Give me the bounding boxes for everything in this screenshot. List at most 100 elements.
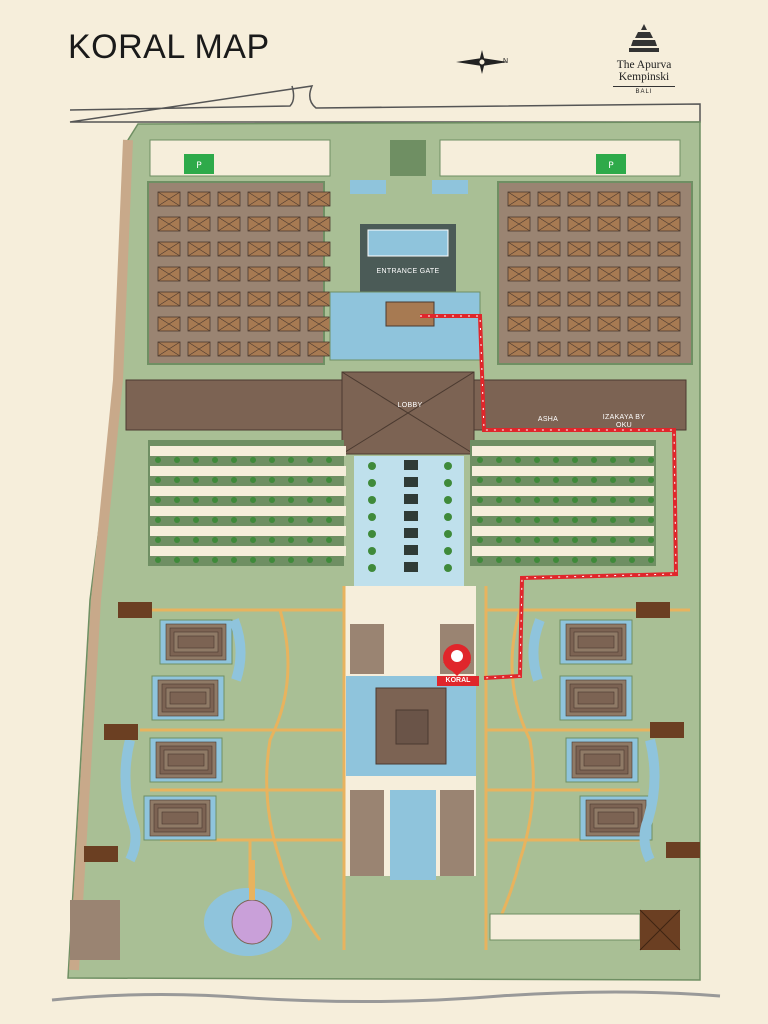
tree — [212, 517, 218, 523]
pool-villa — [159, 619, 233, 665]
walking-route — [420, 314, 679, 680]
pool-villa — [565, 737, 639, 783]
villa-roof — [657, 316, 681, 332]
cascade-step — [404, 494, 418, 504]
villa-roof — [567, 266, 591, 282]
tree — [553, 477, 559, 483]
villa-roof — [657, 341, 681, 357]
villa-roof — [157, 266, 181, 282]
terrace-row — [472, 486, 654, 496]
villa-roof — [537, 266, 561, 282]
tree — [553, 557, 559, 563]
villa-roof — [567, 316, 591, 332]
tree — [174, 557, 180, 563]
villa-roof — [277, 291, 301, 307]
villa-roof — [567, 291, 591, 307]
tree — [629, 497, 635, 503]
tree — [496, 497, 502, 503]
spa-building — [70, 900, 120, 960]
villa-roof — [157, 216, 181, 232]
tree — [174, 517, 180, 523]
tree — [591, 517, 597, 523]
tree — [648, 477, 654, 483]
suite-block-c — [350, 790, 384, 876]
tree — [269, 457, 275, 463]
tree — [155, 497, 161, 503]
tree — [231, 537, 237, 543]
brand-line-2: Kempinski — [618, 71, 670, 83]
tree — [591, 497, 597, 503]
tree — [368, 564, 376, 572]
pool-villa — [151, 675, 225, 721]
villa-roof — [627, 241, 651, 257]
tree — [648, 557, 654, 563]
tree — [591, 537, 597, 543]
chapel — [231, 899, 273, 945]
tree — [250, 497, 256, 503]
villa-roof — [627, 266, 651, 282]
map-title: KORAL MAP — [68, 28, 270, 66]
tree — [288, 537, 294, 543]
cascade-step — [404, 528, 418, 538]
villa-roof — [657, 216, 681, 232]
tree — [629, 457, 635, 463]
tree — [326, 517, 332, 523]
tree — [155, 457, 161, 463]
villa-roof — [657, 191, 681, 207]
tree — [288, 517, 294, 523]
villa-roof — [507, 316, 531, 332]
entrance-gate-label: ENTRANCE GATE — [376, 268, 440, 275]
bridges — [84, 602, 700, 862]
compass-north-label: N — [503, 58, 509, 65]
brand-line-1: The Apurva — [616, 59, 672, 71]
tree — [444, 547, 452, 555]
lagoon-west — [120, 738, 141, 863]
svg-text:P: P — [196, 161, 202, 171]
villa-roof — [507, 241, 531, 257]
villa-roof — [567, 216, 591, 232]
tree — [553, 497, 559, 503]
tree — [212, 537, 218, 543]
villa-roof — [537, 191, 561, 207]
tree — [368, 513, 376, 521]
pool-villa — [143, 795, 217, 841]
pool-villa — [149, 737, 223, 783]
tree — [477, 457, 483, 463]
villa-roof — [597, 316, 621, 332]
villa-roof — [597, 266, 621, 282]
villa-roof — [187, 191, 211, 207]
terrace-row — [472, 446, 654, 456]
tree — [250, 477, 256, 483]
tree — [212, 557, 218, 563]
terrace-row — [472, 526, 654, 536]
tree — [591, 457, 597, 463]
tree — [193, 517, 199, 523]
villa-roof — [217, 266, 241, 282]
villa-roof — [537, 316, 561, 332]
cascade-step — [404, 562, 418, 572]
tree — [534, 457, 540, 463]
villa-roof — [247, 191, 271, 207]
parking-left: P — [149, 139, 331, 177]
tree — [610, 477, 616, 483]
tree — [250, 537, 256, 543]
tree — [553, 457, 559, 463]
tree — [269, 477, 275, 483]
tree — [534, 477, 540, 483]
tree — [288, 477, 294, 483]
izakaya-label: IZAKAYA BY OKU — [602, 414, 646, 429]
tree — [307, 557, 313, 563]
terrace-row — [472, 466, 654, 476]
parking-right: P — [439, 139, 681, 177]
villa-roof — [217, 191, 241, 207]
svg-text:P: P — [608, 161, 614, 171]
pool-small-left — [350, 180, 386, 194]
tree — [515, 537, 521, 543]
tree — [629, 517, 635, 523]
tree — [591, 557, 597, 563]
villa-roof — [507, 216, 531, 232]
tree — [212, 457, 218, 463]
tree — [534, 537, 540, 543]
tree — [444, 496, 452, 504]
villa-roof — [277, 341, 301, 357]
